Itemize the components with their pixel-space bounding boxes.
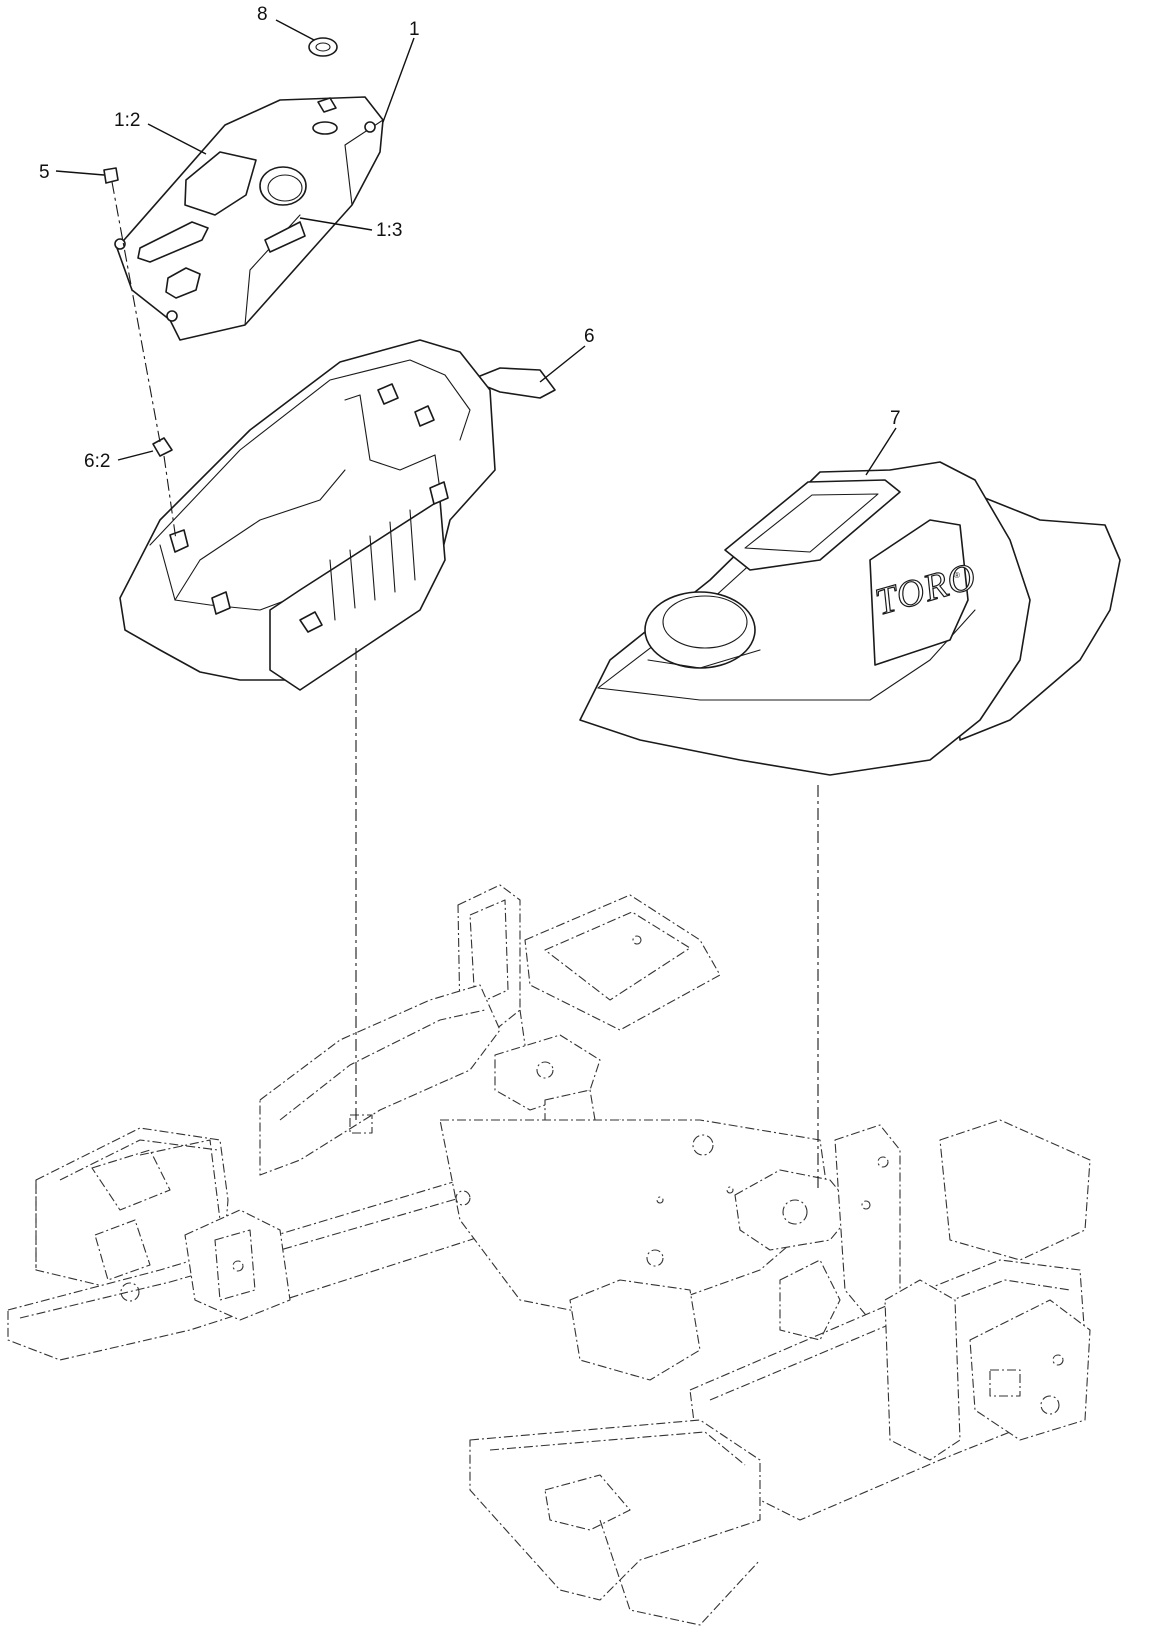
callout-group: 8 1 1:2 5 1:3 6 6:2 7 [39,4,901,476]
callout-6: 6 [584,326,595,347]
display-window [184,151,257,216]
part-6-console-housing [119,339,556,691]
cap-opening [259,166,307,206]
callout-8: 8 [257,4,268,25]
callout-1-3: 1:3 [376,220,402,241]
part-7-console-cover: TORO ® [579,461,1121,776]
part-5-screw [103,167,119,184]
callout-6-2: 6:2 [84,451,110,472]
brand-registered-mark: ® [954,571,960,580]
chassis-frame [7,884,1091,1626]
part-1-control-panel [114,96,384,341]
callout-1: 1 [409,19,420,40]
part-8-grommet [308,37,338,57]
part-6-2-clip-nut [152,437,173,457]
callout-7: 7 [890,408,901,429]
assembly-centerlines [111,181,819,1190]
callout-1-2: 1:2 [114,110,140,131]
callout-5: 5 [39,162,50,183]
